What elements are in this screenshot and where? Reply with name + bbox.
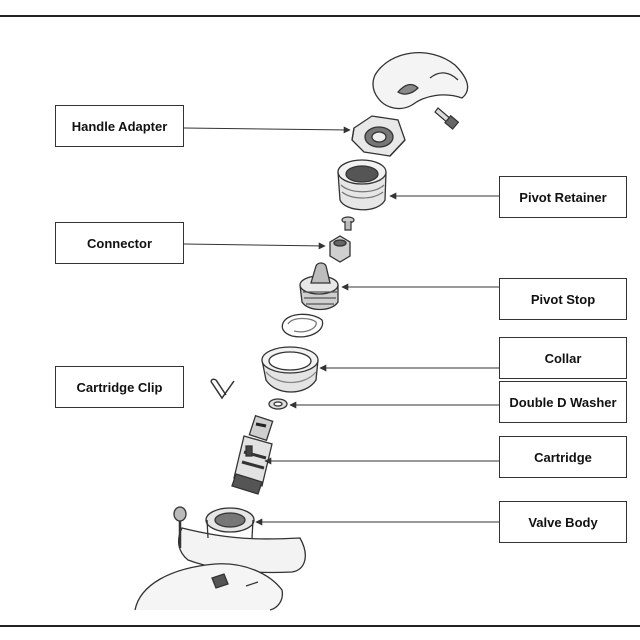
label-valve-body: Valve Body (499, 501, 627, 543)
set-screw-part (434, 107, 460, 130)
connector-screw-part (341, 216, 355, 231)
top-border (0, 15, 640, 17)
cartridge-part (231, 414, 274, 495)
bottom-border (0, 625, 640, 627)
label-cartridge-clip: Cartridge Clip (55, 366, 184, 408)
label-cartridge: Cartridge (499, 436, 627, 478)
label-handle-adapter: Handle Adapter (55, 105, 184, 147)
handle-lever-part (372, 52, 469, 110)
handle-adapter-part (351, 115, 406, 157)
label-connector: Connector (55, 222, 184, 264)
collar-part (261, 346, 319, 393)
label-pivot-retainer: Pivot Retainer (499, 176, 627, 218)
arrow-connector (183, 242, 326, 250)
pivot-retainer-part (337, 159, 387, 211)
valve-body-part (134, 506, 306, 611)
leader-lines (183, 126, 499, 526)
arrow-handle-adapter (183, 126, 351, 134)
pivot-stop-part (299, 262, 339, 311)
label-pivot-stop: Pivot Stop (499, 278, 627, 320)
label-double-d-washer: Double D Washer (499, 381, 627, 423)
connector-part (329, 235, 351, 263)
double-d-washer-part (268, 398, 288, 410)
cartridge-clip-part (210, 378, 235, 400)
o-ring-seal-part (281, 313, 324, 338)
label-collar: Collar (499, 337, 627, 379)
